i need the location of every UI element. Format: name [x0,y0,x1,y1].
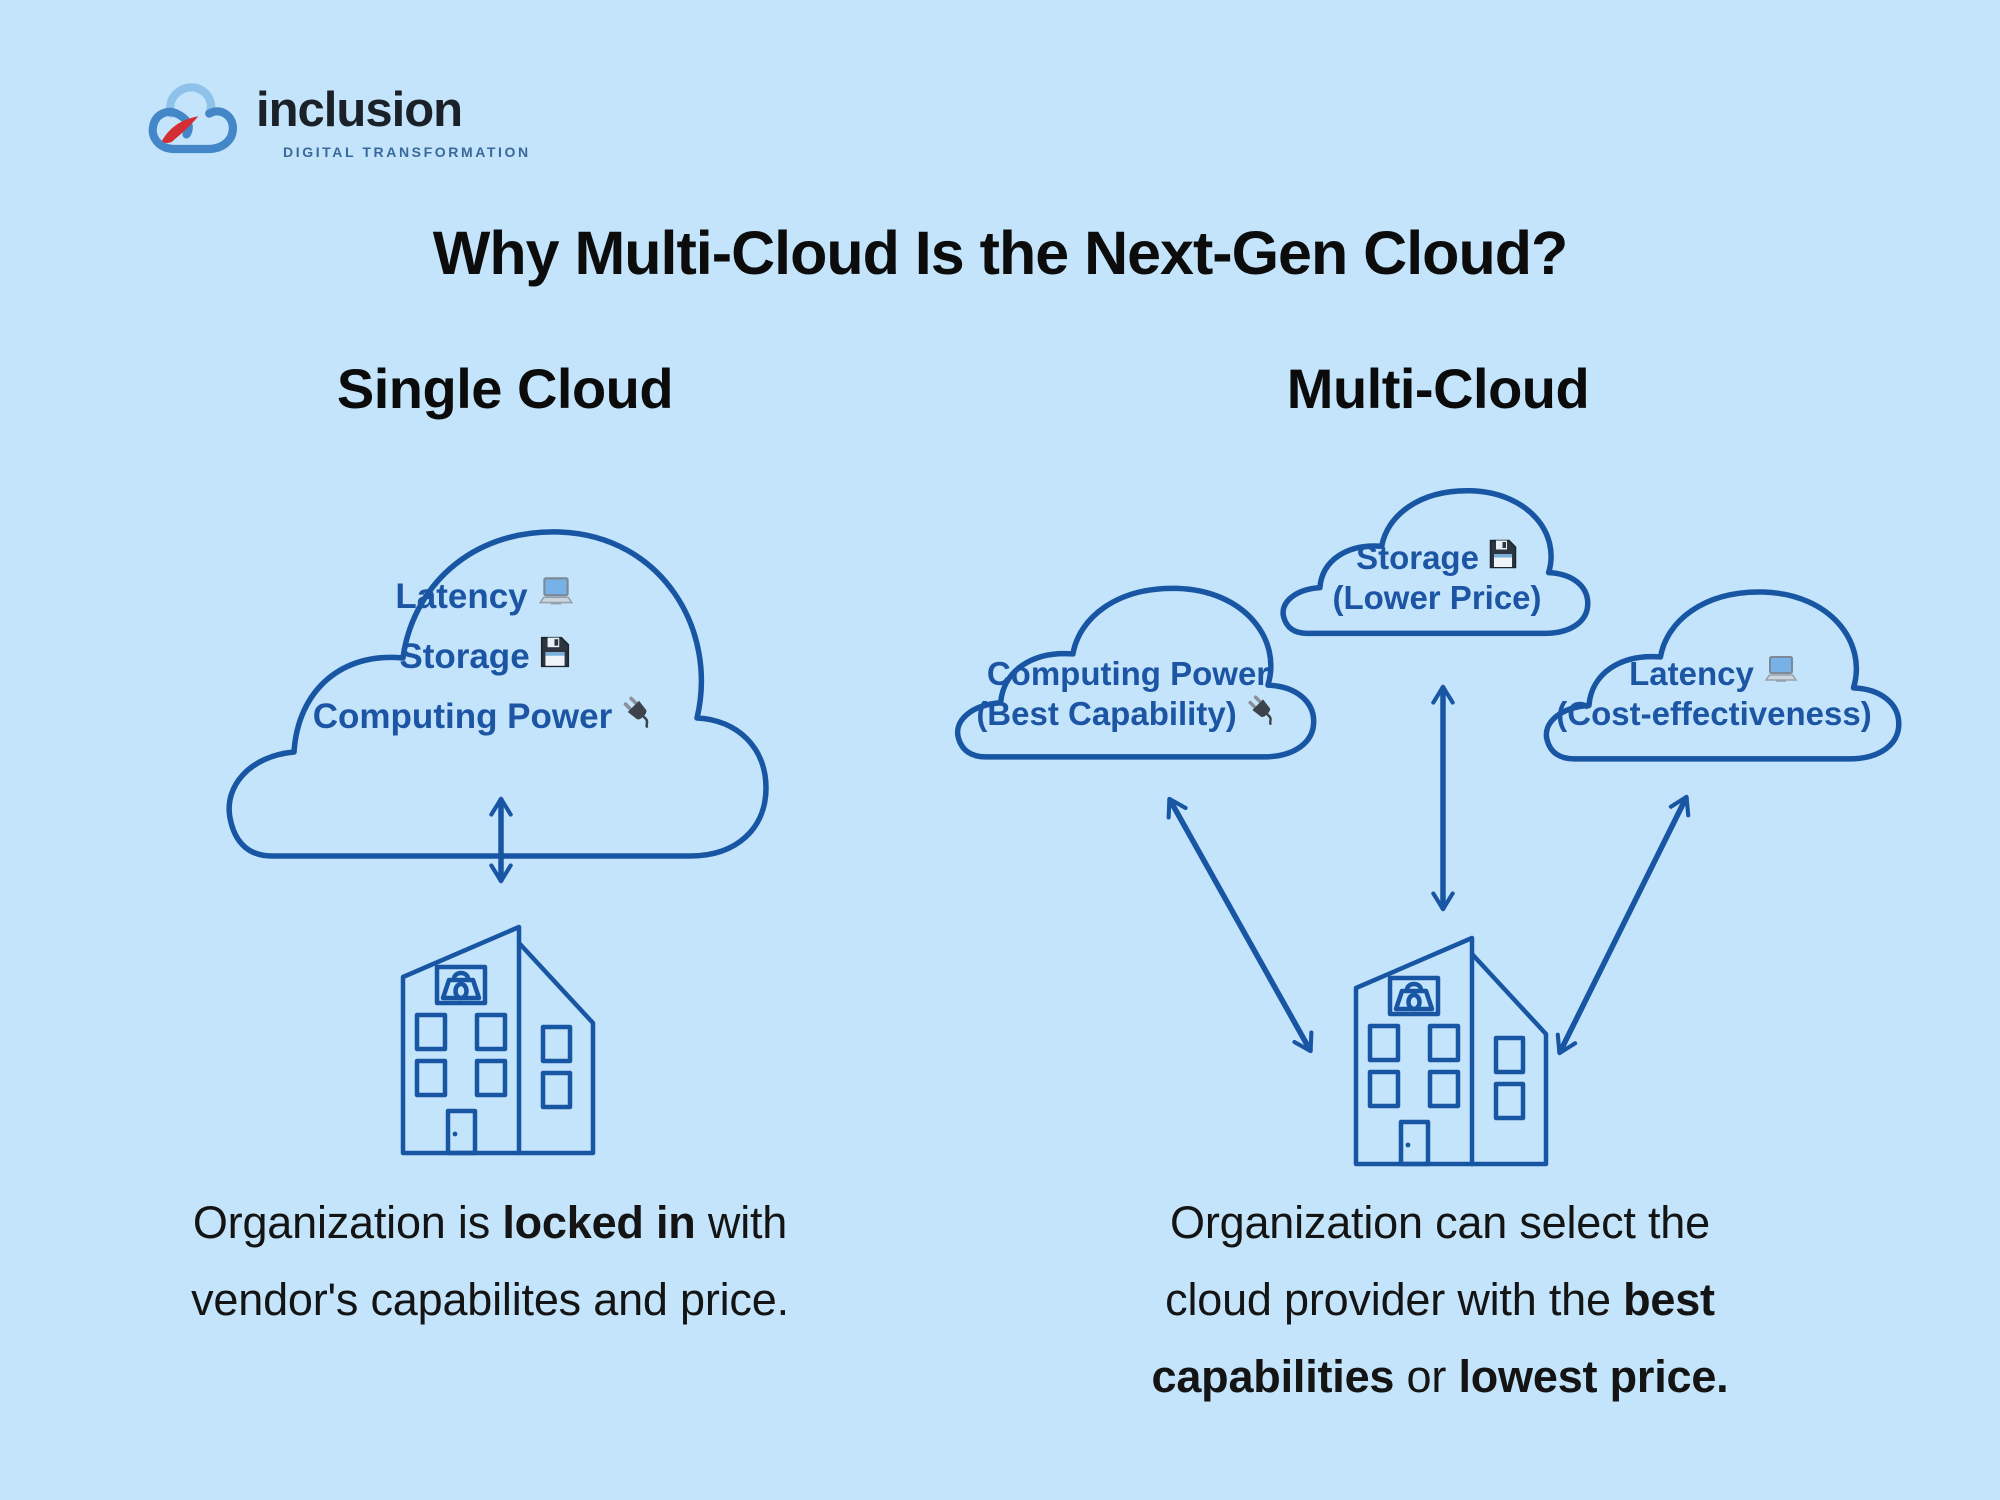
multi-cloud-heading: Multi-Cloud [1286,357,1590,420]
single-cloud-item-storage: Storage [399,634,570,679]
single-cloud-item-label: Storage [399,636,530,676]
organization-building-single [400,924,596,1156]
inclusion-cloud-logo-icon [142,76,242,167]
multi-cloud-shape-storage [1262,460,1594,636]
floppy-disk-icon [539,635,571,678]
multi-cloud-label: (Cost-effectiveness) [1556,695,1872,732]
logo-subtitle: DIGITAL TRANSFORMATION [283,144,531,160]
multi-arrow-latency [1555,794,1691,1056]
single-cloud-labels: Latency Storage [245,574,725,739]
multi-cloud-labels-storage: Storage (Lower Price) [1272,538,1602,618]
multi-cloud-labels-latency: Latency (Cost-effectiveness) [1534,654,1894,734]
multi-cloud-line1: Computing Power [987,654,1269,694]
page-title: Why Multi-Cloud Is the Next-Gen Cloud? [432,219,1568,287]
multi-cloud-shape-computing-power [933,552,1321,760]
logo-text: inclusion DIGITAL TRANSFORMATION [256,76,531,161]
single-cloud-item-latency: Latency [395,574,574,619]
multi-cloud-line2: (Cost-effectiveness) [1556,694,1871,734]
laptop-icon [537,576,575,617]
multi-cloud-line1: Latency [1629,654,1799,694]
multi-cloud-label: Latency [1629,655,1754,692]
multi-cloud-shape-latency [1522,556,1906,762]
floppy-disk-icon [1488,538,1518,578]
plug-icon [1246,693,1280,735]
single-cloud-item-label: Computing Power [312,696,613,736]
multi-arrow-computing-power [1166,796,1314,1054]
logo: inclusion DIGITAL TRANSFORMATION [142,76,531,167]
plug-icon [621,694,657,739]
single-cloud-heading: Single Cloud [336,357,674,420]
multi-cloud-label: (Lower Price) [1332,579,1542,616]
laptop-icon [1763,655,1799,693]
multi-cloud-label: Storage [1356,539,1479,576]
multi-cloud-label: Computing Power [986,655,1270,692]
single-cloud-item-computing-power: Computing Power [313,694,657,739]
single-cloud-item-label: Latency [395,576,528,616]
multi-cloud-labels-computing-power: Computing Power (Best Capability) [943,654,1313,734]
logo-name: inclusion [256,83,463,137]
multi-cloud-line1: Storage [1356,538,1518,578]
single-cloud-shape [192,462,777,862]
multi-cloud-label: (Best Capability) [976,695,1237,732]
multi-cloud-line2: (Lower Price) [1332,578,1541,618]
organization-building-multi [1353,935,1549,1167]
multi-cloud-line2: (Best Capability) [976,694,1279,734]
